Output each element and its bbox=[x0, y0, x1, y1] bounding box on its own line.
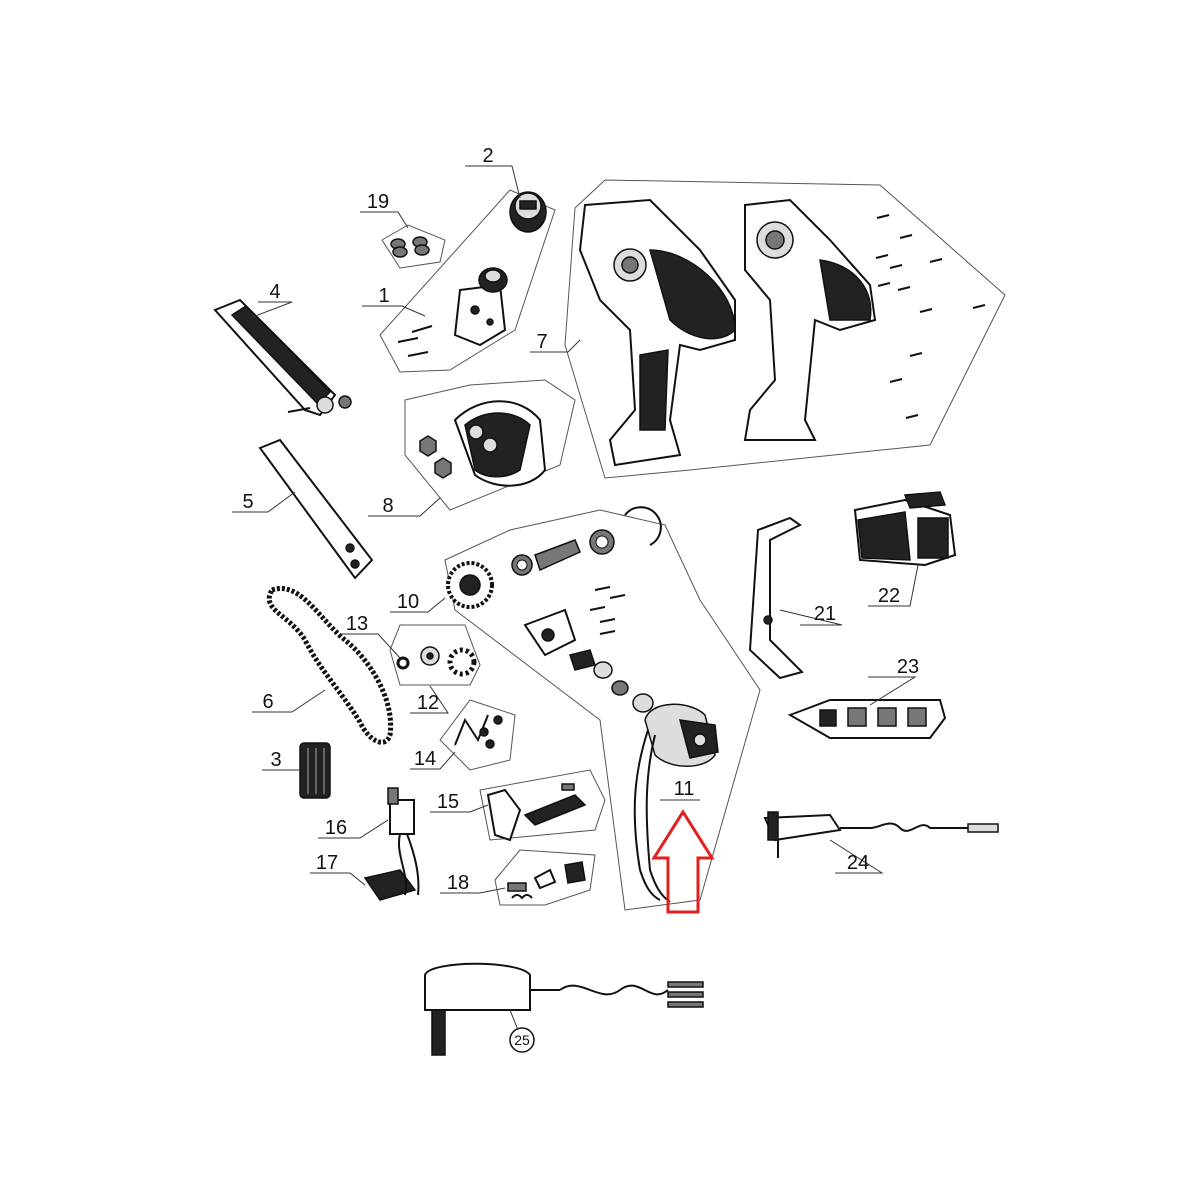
label-11: 11 bbox=[674, 778, 695, 800]
label-22: 22 bbox=[878, 585, 900, 607]
leader-15 bbox=[430, 804, 489, 813]
leader-2 bbox=[465, 165, 521, 199]
part-15-switch-housing bbox=[486, 783, 587, 842]
leader-18 bbox=[440, 887, 506, 894]
part-21-belt-clip bbox=[748, 516, 804, 680]
part-16-switch bbox=[387, 787, 415, 835]
label-4: 4 bbox=[269, 281, 280, 303]
label-7: 7 bbox=[536, 331, 547, 353]
label-18: 18 bbox=[447, 872, 469, 894]
label-2: 2 bbox=[482, 145, 493, 167]
leader-1 bbox=[362, 305, 426, 317]
part-22-battery bbox=[853, 491, 957, 567]
label-15: 15 bbox=[437, 791, 459, 813]
group-outline-1-2 bbox=[379, 189, 556, 373]
part-8-cover bbox=[419, 400, 547, 487]
label-19: 19 bbox=[367, 191, 389, 213]
leader-13 bbox=[340, 633, 401, 659]
label-24: 24 bbox=[847, 852, 869, 874]
label-16: 16 bbox=[325, 817, 347, 839]
leader-17 bbox=[310, 872, 366, 886]
highlight-arrow bbox=[651, 809, 715, 914]
part-24-charger bbox=[763, 811, 999, 858]
group-outline-8 bbox=[404, 379, 576, 511]
leader-12 bbox=[410, 685, 449, 714]
part-11-motor bbox=[633, 703, 719, 903]
part-10-gearset bbox=[446, 506, 662, 713]
group-outline-7 bbox=[564, 179, 1006, 479]
group-outline-10-11 bbox=[444, 509, 761, 911]
label-25: 25 bbox=[514, 1032, 530, 1048]
leader-8 bbox=[368, 497, 441, 517]
leader-24 bbox=[829, 839, 884, 874]
leader-23 bbox=[868, 676, 917, 706]
label-13: 13 bbox=[346, 613, 368, 635]
label-5: 5 bbox=[242, 491, 253, 513]
part-5-guide-bar bbox=[258, 438, 374, 580]
label-8: 8 bbox=[382, 495, 393, 517]
group-outline-12-13 bbox=[389, 624, 481, 686]
group-outline-18 bbox=[494, 849, 596, 906]
part-1-tensioner bbox=[397, 267, 508, 357]
leader-6 bbox=[252, 689, 326, 713]
leader-19 bbox=[360, 211, 409, 229]
part-17-trigger bbox=[363, 833, 420, 901]
leader-10 bbox=[390, 597, 446, 613]
group-outline-19 bbox=[381, 224, 446, 269]
label-23: 23 bbox=[897, 656, 919, 678]
group-outline-14 bbox=[439, 699, 516, 771]
label-6: 6 bbox=[262, 691, 273, 713]
part-2-cap bbox=[509, 191, 547, 233]
label-3: 3 bbox=[270, 749, 281, 771]
part-7-housing bbox=[578, 198, 986, 467]
leader-16 bbox=[318, 819, 389, 839]
part-6-chain bbox=[266, 585, 394, 745]
label-10: 10 bbox=[397, 591, 419, 613]
part-4-guard bbox=[213, 298, 352, 417]
part-19-clips bbox=[390, 236, 430, 258]
leader-5 bbox=[232, 491, 296, 513]
label-1: 1 bbox=[378, 285, 389, 307]
group-outline-15 bbox=[479, 769, 606, 841]
leader-14 bbox=[410, 751, 456, 770]
label-21: 21 bbox=[814, 603, 836, 625]
leader-22 bbox=[868, 564, 919, 607]
leader-4 bbox=[249, 301, 293, 319]
leader-7 bbox=[530, 339, 581, 353]
label-14: 14 bbox=[414, 748, 436, 770]
leader-21 bbox=[779, 609, 843, 626]
part-23-bar-cover bbox=[787, 699, 947, 739]
part-18-lock bbox=[507, 861, 586, 900]
part-14-spring-clip bbox=[454, 714, 503, 749]
label-12: 12 bbox=[417, 692, 439, 714]
part-12-13-sprocket bbox=[396, 646, 477, 677]
label-17: 17 bbox=[316, 852, 338, 874]
part-25-charger bbox=[424, 962, 704, 1056]
part-3-pad bbox=[299, 742, 331, 799]
